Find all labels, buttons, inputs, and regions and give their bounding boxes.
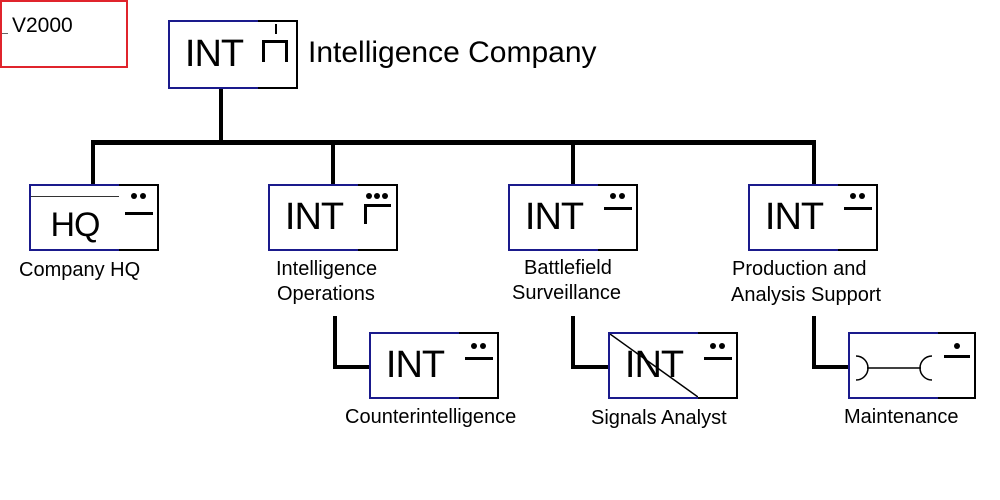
ops-unit-caption-line1: Intelligence — [276, 258, 378, 280]
top-unit-abbrev: INT — [184, 33, 244, 75]
echelon-dot-1 — [610, 193, 616, 199]
maint-unit-symbol[interactable] — [848, 332, 940, 399]
echelon-dot — [954, 343, 960, 349]
echelon-dot-2 — [374, 193, 380, 199]
company-echelon-bar-left — [262, 40, 265, 62]
diagonal-slash-icon — [610, 334, 698, 397]
ci-unit-echelon — [459, 332, 499, 399]
sig-unit-caption: Signals Analyst — [591, 407, 727, 429]
company-echelon-tick — [275, 24, 277, 34]
echelon-dot-2 — [140, 193, 146, 199]
version-tag — [0, 0, 128, 68]
connector-drop-surv — [571, 140, 575, 185]
echelon-dot-1 — [366, 193, 372, 199]
connector-ops-to-ci-vertical — [333, 316, 337, 369]
echelon-dot-1 — [850, 193, 856, 199]
echelon-dot-1 — [710, 343, 716, 349]
version-tick-mark — [2, 33, 8, 34]
surv-unit-symbol[interactable]: INT — [508, 184, 600, 251]
echelon-bar — [844, 207, 872, 210]
ci-unit-caption: Counterintelligence — [345, 406, 517, 428]
connector-pas-to-maint-vertical — [812, 316, 816, 369]
company-echelon-bar-top — [262, 40, 288, 43]
echelon-dot-2 — [719, 343, 725, 349]
connector-surv-to-sig-vertical — [571, 316, 575, 369]
company-echelon-bar-right — [285, 40, 288, 62]
hq-unit-abbrev: HQ — [50, 206, 101, 244]
pas-unit-echelon — [838, 184, 878, 251]
maintenance-wrench-icon — [855, 355, 933, 381]
echelon-dot-3 — [382, 193, 388, 199]
echelon-bar — [465, 357, 493, 360]
sig-unit-symbol[interactable]: INT — [608, 332, 700, 399]
surv-unit-caption-line2: Surveillance — [512, 282, 621, 304]
echelon-dot-1 — [131, 193, 137, 199]
top-unit-echelon — [258, 20, 298, 89]
echelon-bar — [604, 207, 632, 210]
echelon-dot-1 — [471, 343, 477, 349]
echelon-dot-2 — [480, 343, 486, 349]
sig-unit-echelon — [698, 332, 738, 399]
hq-unit-echelon — [119, 184, 159, 251]
connector-drop-hq — [91, 140, 95, 185]
platoon-bar-left — [364, 204, 367, 224]
connector-drop-pas — [812, 140, 816, 185]
maint-unit-echelon — [938, 332, 976, 399]
ci-unit-symbol[interactable]: INT — [369, 332, 461, 399]
platoon-bar-top — [364, 204, 391, 207]
connector-pas-to-maint-horizontal — [812, 365, 850, 369]
hq-unit-symbol[interactable]: HQ — [29, 184, 121, 251]
hq-unit-top-rule — [31, 196, 119, 197]
echelon-bar — [704, 357, 732, 360]
surv-unit-echelon — [598, 184, 638, 251]
maint-unit-caption: Maintenance — [844, 406, 959, 428]
pas-unit-caption-line1: Production and — [732, 258, 867, 280]
ops-unit-echelon — [358, 184, 398, 251]
surv-unit-abbrev: INT — [524, 196, 584, 238]
echelon-dot-2 — [859, 193, 865, 199]
pas-unit-caption-line2: Analysis Support — [731, 284, 882, 306]
sig-unit-abbrev: INT — [624, 344, 684, 386]
surv-unit-caption-line1: Battlefield — [524, 257, 612, 279]
ops-unit-symbol[interactable]: INT — [268, 184, 360, 251]
ops-unit-abbrev: INT — [284, 196, 344, 238]
top-unit-title: Intelligence Company — [308, 36, 597, 69]
connector-ops-to-ci-horizontal — [333, 365, 371, 369]
pas-unit-abbrev: INT — [764, 196, 824, 238]
top-unit-symbol[interactable]: INT — [168, 20, 260, 89]
ci-unit-abbrev: INT — [385, 344, 445, 386]
connector-horizontal-bus — [91, 140, 816, 145]
version-label: V2000 — [12, 14, 73, 37]
echelon-bar — [944, 355, 970, 358]
echelon-dot-2 — [619, 193, 625, 199]
connector-surv-to-sig-horizontal — [571, 365, 611, 369]
echelon-bar — [125, 212, 153, 215]
ops-unit-caption-line2: Operations — [277, 283, 375, 305]
hq-unit-caption: Company HQ — [19, 259, 141, 281]
pas-unit-symbol[interactable]: INT — [748, 184, 840, 251]
connector-top-vertical — [219, 88, 223, 142]
connector-drop-ops — [331, 140, 335, 185]
